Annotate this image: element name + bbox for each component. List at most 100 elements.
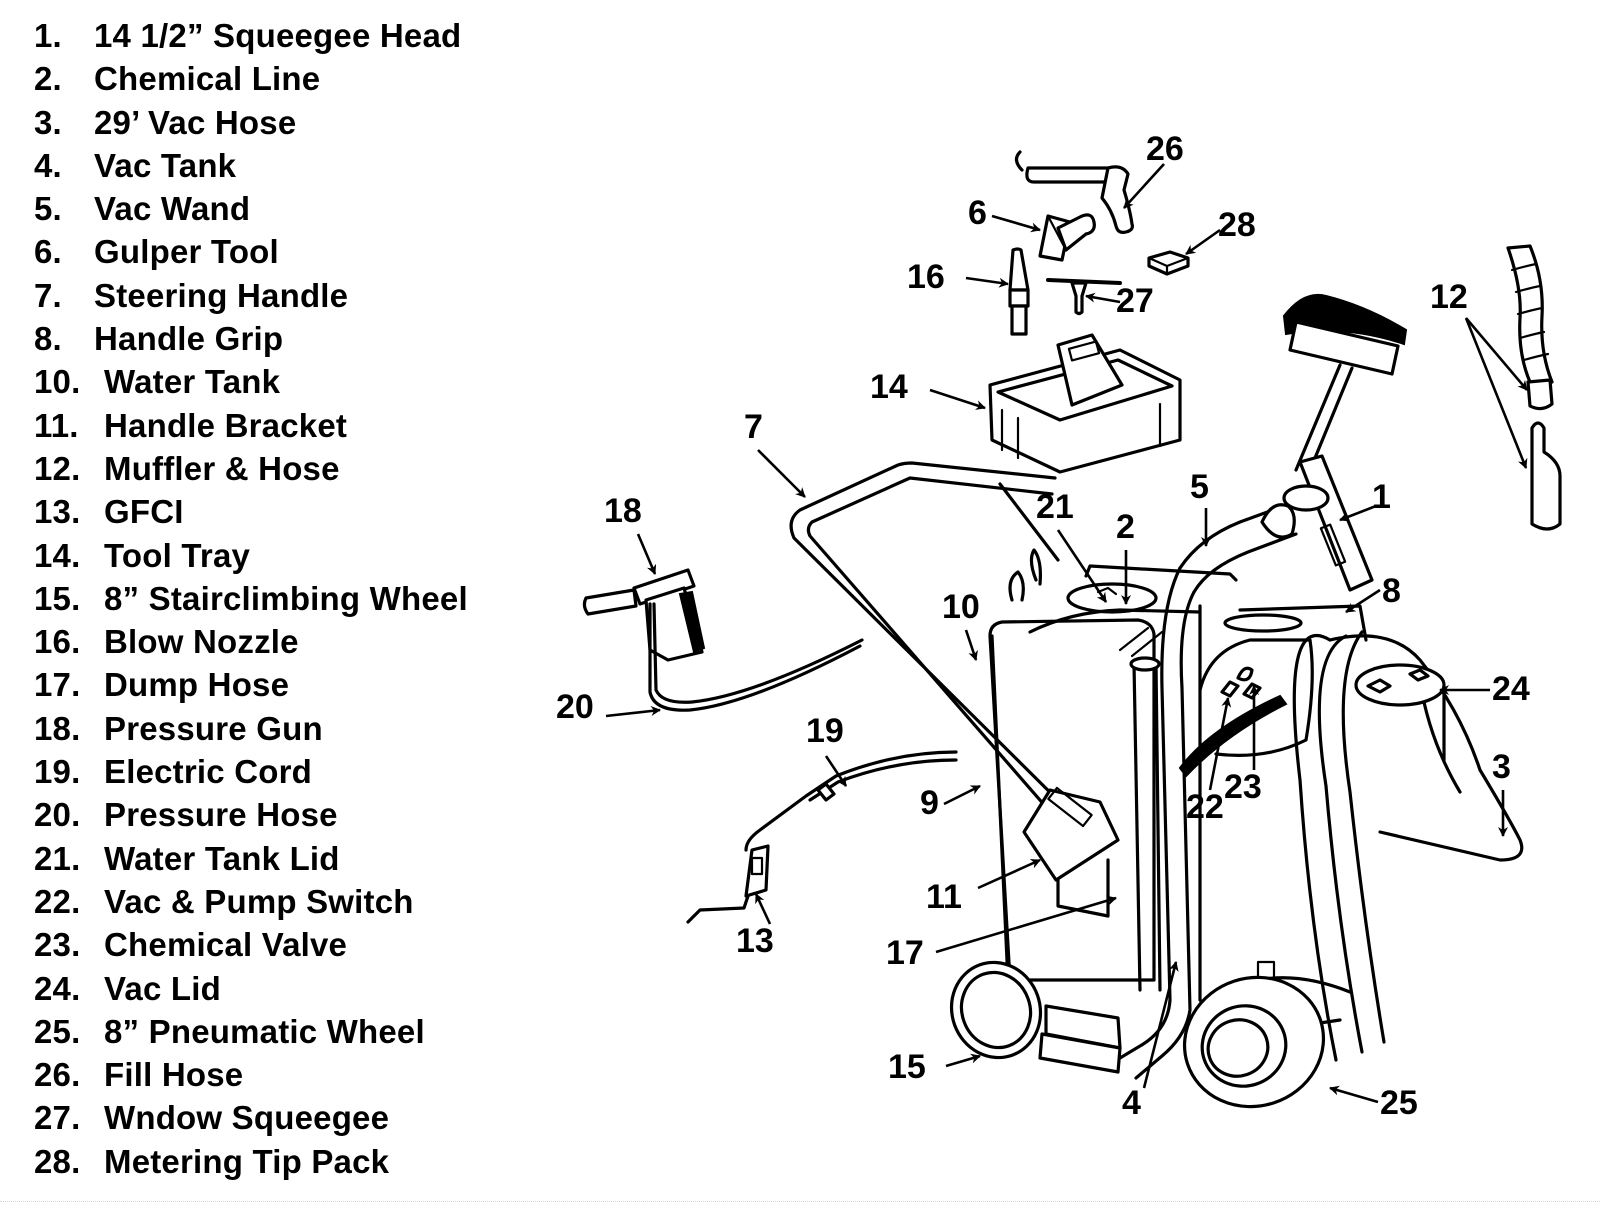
callout-20: 20 (556, 688, 661, 726)
callout-24-label: 24 (1492, 670, 1530, 708)
part-number: 23. (34, 926, 81, 964)
blow-nozzle-drawing (1008, 247, 1030, 336)
parts-list-item: 28. Metering Tip Pack (34, 1140, 468, 1183)
parts-list-item: 20. Pressure Hose (34, 793, 468, 836)
callout-13-label: 13 (736, 922, 774, 960)
part-name: Muffler & Hose (104, 449, 340, 487)
callout-8: 8 (1345, 572, 1401, 614)
part-number: 5. (34, 190, 62, 228)
callout-1: 1 (1339, 478, 1391, 522)
callout-28: 28 (1185, 206, 1256, 256)
part-number: 25. (34, 1012, 81, 1050)
callout-1-label: 1 (1372, 478, 1391, 516)
parts-list-item: 8. Handle Grip (34, 317, 468, 360)
parts-list-item: 25.8” Pneumatic Wheel (34, 1010, 468, 1053)
callout-25: 25 (1329, 1084, 1418, 1122)
parts-list-item: 14.Tool Tray (34, 534, 468, 577)
part-name: Vac & Pump Switch (104, 882, 414, 920)
callout-5: 5 (1190, 468, 1211, 547)
part-name: Water Tank (104, 363, 281, 401)
part-number: 28. (34, 1142, 81, 1180)
part-number: 24. (34, 969, 81, 1007)
parts-list-item: 7.Steering Handle (34, 274, 468, 317)
parts-list-item: 4.Vac Tank (34, 144, 468, 187)
part-number: 2. (34, 60, 62, 98)
callout-19: 19 (806, 712, 848, 787)
callout-19-label: 19 (806, 712, 844, 750)
callout-3: 3 (1492, 748, 1511, 837)
pneumatic-wheel-drawing (1182, 975, 1326, 1109)
part-name: Pressure Hose (104, 796, 338, 834)
parts-list-item: 17. Dump Hose (34, 663, 468, 706)
callout-9-label: 9 (920, 784, 939, 822)
callout-24: 24 (1439, 670, 1530, 708)
callout-8-label: 8 (1382, 572, 1401, 610)
parts-list-item: 5. Vac Wand (34, 187, 468, 230)
gulper-tool-drawing (1038, 213, 1096, 262)
squeegee-head-drawing (1298, 454, 1374, 592)
callout-27: 27 (1085, 282, 1154, 320)
callout-12-label: 12 (1430, 278, 1468, 316)
callout-4: 4 (1122, 961, 1179, 1122)
dump-hose-drawing (1129, 656, 1162, 992)
part-number: 1. (34, 17, 62, 54)
callout-4-label: 4 (1122, 1084, 1141, 1122)
window-squeegee-drawing (1046, 278, 1122, 316)
callout-25-label: 25 (1380, 1084, 1418, 1122)
part-name: Handle Grip (94, 320, 284, 358)
part-name: Metering Tip Pack (104, 1142, 390, 1180)
part-number: 7. (34, 276, 62, 314)
parts-list-item: 23.Chemical Valve (34, 923, 468, 966)
part-name: Tool Tray (104, 536, 251, 574)
callout-13: 13 (736, 893, 774, 960)
part-name: Chemical Line (94, 60, 321, 98)
vac-lid-drawing (1354, 663, 1446, 762)
callout-23-label: 23 (1224, 768, 1262, 806)
stairclimbing-wheel-drawing (949, 960, 1043, 1060)
tool-tray-drawing (988, 333, 1182, 474)
callout-26-label: 26 (1146, 130, 1184, 168)
part-name: Vac Lid (104, 969, 221, 1007)
parts-list-item: 26. Fill Hose (34, 1053, 468, 1096)
parts-list-item: 21.Water Tank Lid (34, 837, 468, 880)
parts-list: 1. 14 1/2” Squeegee Head 2. Chemical Line 3.… (34, 14, 468, 1183)
pressure-gun-drawing (582, 568, 864, 712)
part-name: 14 1/2” Squeegee Head (94, 17, 462, 54)
callout-10-label: 10 (942, 588, 980, 626)
parts-list-item: 18.Pressure Gun (34, 707, 468, 750)
part-number: 3. (34, 103, 62, 141)
part-number: 11. (34, 406, 79, 444)
part-number: 27. (34, 1099, 81, 1137)
callout-16: 16 (907, 258, 1009, 296)
part-name: 29’ Vac Hose (94, 103, 297, 141)
part-name: Dump Hose (104, 666, 290, 704)
part-number: 8. (34, 320, 62, 358)
callout-28-label: 28 (1218, 206, 1256, 244)
part-name: GFCI (104, 493, 184, 531)
parts-list-item: 6.Gulper Tool (34, 230, 468, 273)
part-name: Vac Wand (94, 190, 251, 228)
callout-11: 11 (926, 858, 1041, 916)
callout-18: 18 (604, 492, 657, 575)
part-number: 26. (34, 1056, 81, 1094)
base-plate-drawing (1038, 1004, 1122, 1074)
callout-10: 10 (942, 588, 980, 661)
parts-list-item: 12.Muffler & Hose (34, 447, 468, 490)
tank-top-drawing (1008, 548, 1368, 658)
water-tank-lid-drawing (1066, 582, 1158, 614)
brush-drawing (1282, 294, 1408, 477)
part-number: 22. (34, 882, 81, 920)
callout-2-label: 2 (1116, 508, 1135, 546)
part-number: 19. (34, 753, 81, 791)
part-number: 17. (34, 666, 81, 704)
callout-16-label: 16 (907, 258, 945, 296)
callout-20-label: 20 (556, 688, 594, 726)
vac-switch-panel-drawing (1178, 666, 1288, 778)
part-name: Handle Bracket (104, 406, 348, 444)
callout-2: 2 (1116, 508, 1135, 605)
part-name: Wndow Squeegee (104, 1099, 390, 1137)
part-name: Fill Hose (104, 1056, 244, 1094)
part-number: 20. (34, 796, 81, 834)
fill-hose-drawing (1014, 150, 1134, 234)
